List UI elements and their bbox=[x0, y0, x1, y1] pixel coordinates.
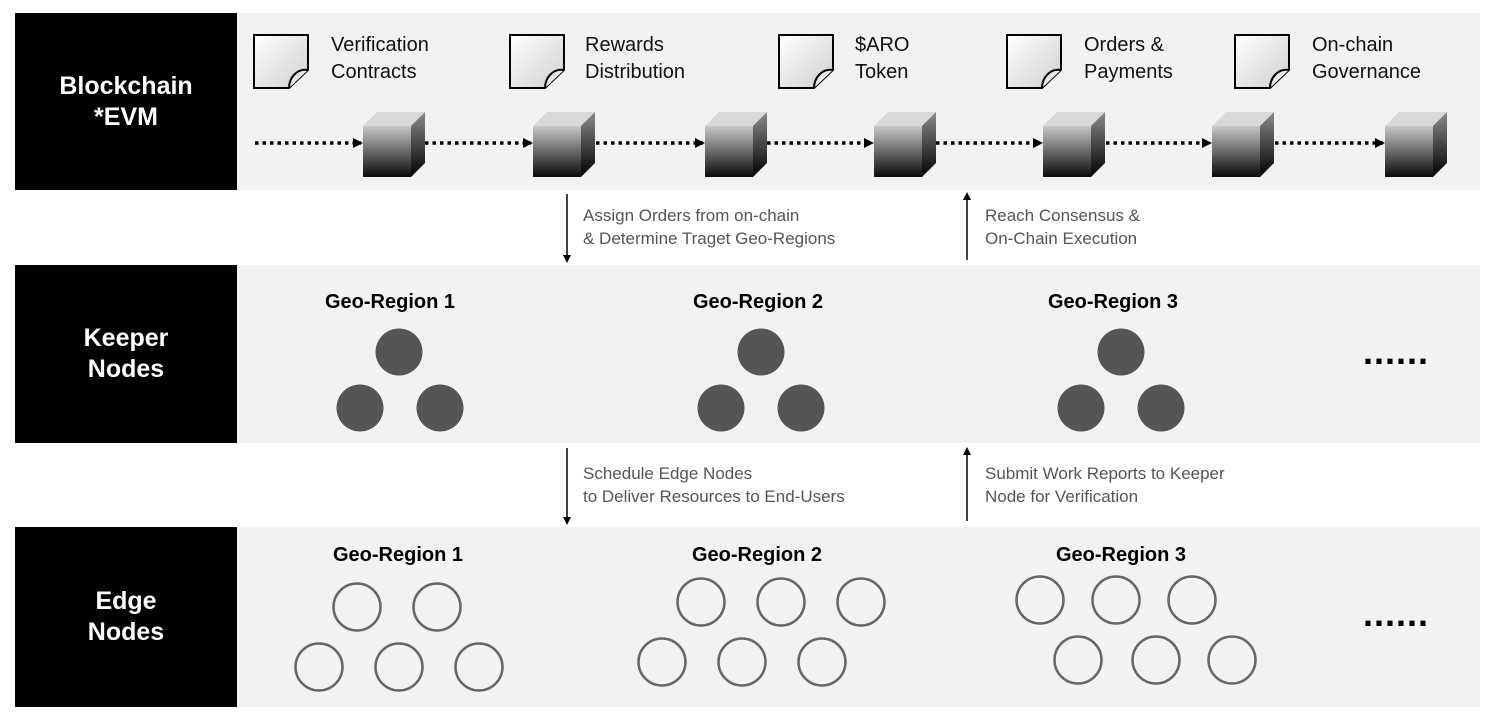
block-cube-icon bbox=[1212, 112, 1274, 177]
edge-node bbox=[1015, 575, 1065, 625]
edge-band bbox=[237, 527, 1480, 707]
keeper-region-title-1: Geo-Region 1 bbox=[325, 291, 456, 313]
keeper-node bbox=[697, 384, 745, 432]
keeper-more-indicator: ...... bbox=[1363, 331, 1430, 372]
edge-node bbox=[676, 577, 726, 627]
document-icon bbox=[778, 34, 834, 89]
edge-node bbox=[374, 642, 424, 692]
edge-node bbox=[797, 637, 847, 687]
keeper-node bbox=[737, 328, 785, 376]
contract-label-orders: Orders &Payments bbox=[1084, 34, 1173, 83]
keeper-region-title-2: Geo-Region 2 bbox=[693, 291, 824, 313]
keeper-node bbox=[1137, 384, 1185, 432]
edge-node bbox=[1167, 575, 1217, 625]
block-cube-icon bbox=[533, 112, 595, 177]
block-cube-icon bbox=[705, 112, 767, 177]
block-cube-icon bbox=[363, 112, 425, 177]
document-icon bbox=[1234, 34, 1290, 89]
keeper-region-title-3: Geo-Region 3 bbox=[1048, 291, 1179, 313]
edge-node bbox=[637, 637, 687, 687]
keeper-node bbox=[336, 384, 384, 432]
block-cube-icon bbox=[874, 112, 936, 177]
flow-arrows bbox=[563, 192, 971, 525]
block-cube-icon bbox=[1385, 112, 1447, 177]
edge-node bbox=[1207, 635, 1257, 685]
document-icon bbox=[509, 34, 565, 89]
keeper-node bbox=[416, 384, 464, 432]
flow-text-assign: Assign Orders from on-chain& Determine T… bbox=[583, 206, 836, 248]
flow-text-consensus: Reach Consensus &On-Chain Execution bbox=[985, 206, 1140, 248]
edge-node bbox=[332, 582, 382, 632]
edge-more-indicator: ...... bbox=[1363, 593, 1430, 634]
edge-node bbox=[756, 577, 806, 627]
edge-node bbox=[1091, 575, 1141, 625]
document-icon bbox=[253, 34, 309, 89]
keeper-node bbox=[375, 328, 423, 376]
edge-region-title-3: Geo-Region 3 bbox=[1056, 544, 1187, 566]
edge-node bbox=[454, 642, 504, 692]
edge-node bbox=[1053, 635, 1103, 685]
edge-region-title-2: Geo-Region 2 bbox=[692, 544, 823, 566]
edge-nodes bbox=[294, 575, 1257, 692]
edge-region-title-1: Geo-Region 1 bbox=[333, 544, 464, 566]
document-icon bbox=[1006, 34, 1062, 89]
keeper-node bbox=[1097, 328, 1145, 376]
edge-node bbox=[1131, 635, 1181, 685]
blockchain-layer-label: Blockchain*EVM bbox=[15, 13, 237, 190]
keeper-node bbox=[1057, 384, 1105, 432]
keeper-node bbox=[777, 384, 825, 432]
edge-node bbox=[836, 577, 886, 627]
block-cube-icon bbox=[1043, 112, 1105, 177]
keeper-nodes bbox=[336, 328, 1185, 432]
edge-node bbox=[717, 637, 767, 687]
edge-node bbox=[294, 642, 344, 692]
edge-node bbox=[412, 582, 462, 632]
